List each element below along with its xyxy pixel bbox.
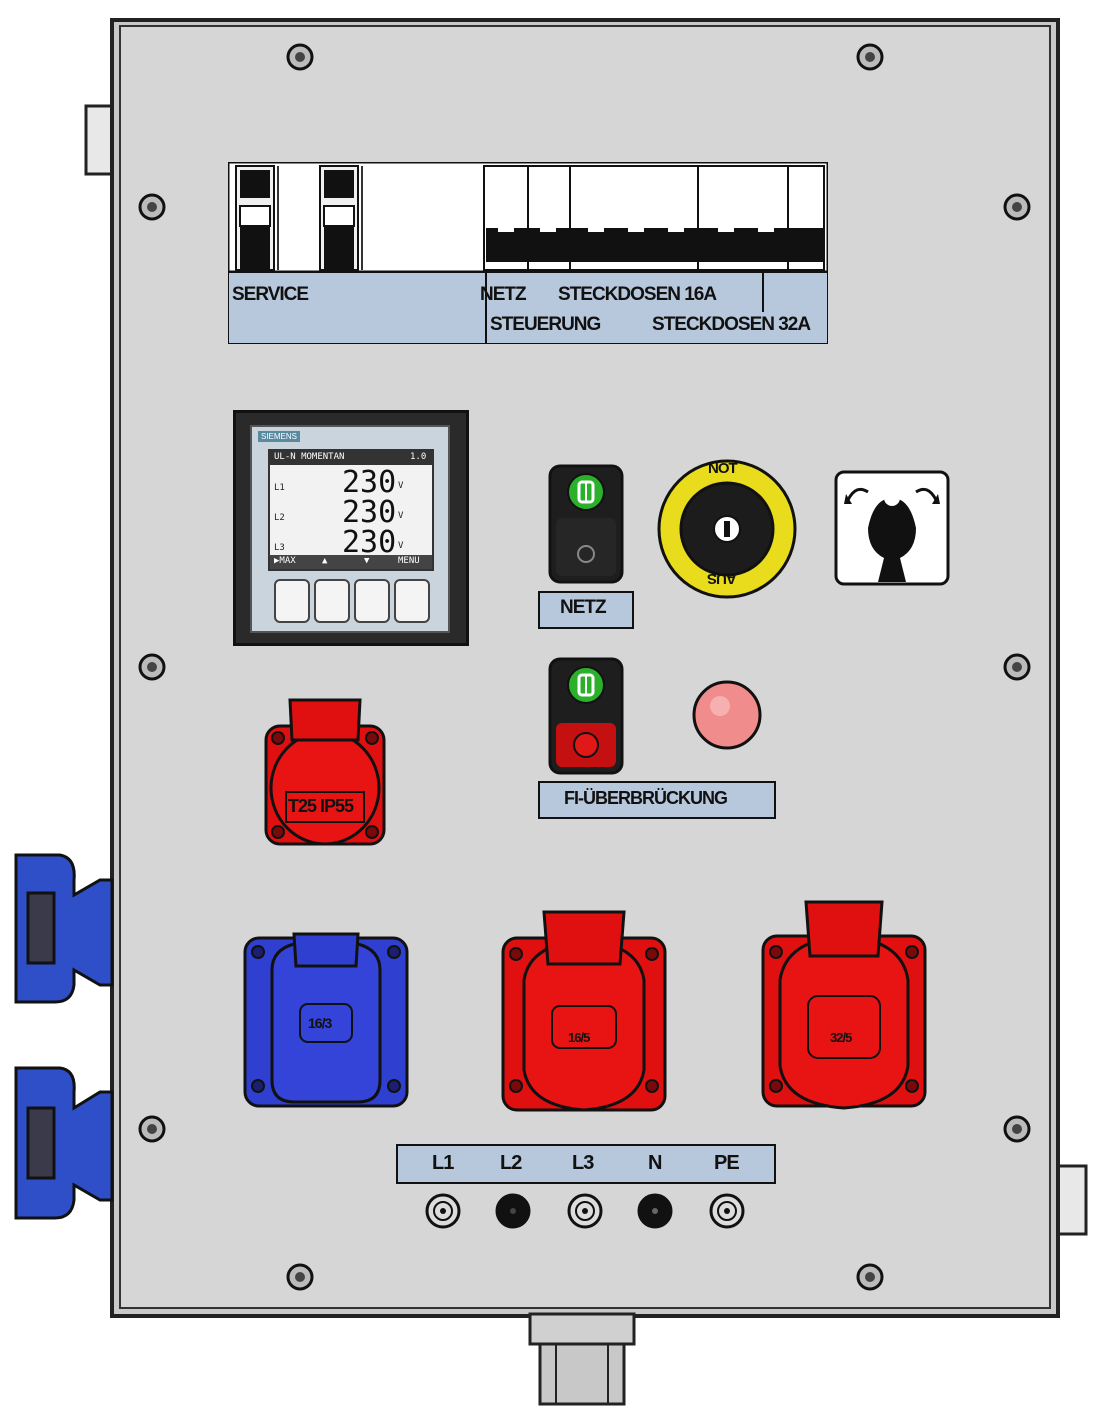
terminal-l1[interactable] — [424, 1192, 462, 1230]
socket-red-16-label: 16/5 — [568, 1030, 590, 1045]
terminal-label-pe: PE — [714, 1152, 740, 1174]
socket-red-32-label: 32/5 — [830, 1030, 852, 1045]
meter-brand: SIEMENS — [258, 431, 301, 442]
meter-header-right: 1.0 — [410, 452, 427, 462]
screw-icon — [138, 653, 166, 681]
meter-row-unit: V — [398, 541, 404, 551]
breaker-label-service: SERVICE — [232, 284, 309, 305]
side-socket-bottom — [14, 1066, 114, 1220]
breaker-label-steckdosen-16a: STECKDOSEN 16A — [558, 284, 717, 305]
netz-label-plate — [538, 591, 634, 629]
screw-icon — [1003, 193, 1031, 221]
meter-softkey-label: MENU — [398, 556, 420, 566]
meter-row-phase: L2 — [274, 513, 285, 523]
meter-row-value: 230 — [342, 495, 397, 530]
breaker-label-steckdosen-32a: STECKDOSEN 32A — [652, 314, 811, 335]
socket-small-red[interactable] — [262, 696, 388, 850]
terminal-label-l3: L3 — [572, 1152, 594, 1174]
meter-softkey-label: ▶MAX — [274, 556, 296, 566]
screw-icon — [138, 193, 166, 221]
meter-softkey-label: ▲ — [322, 556, 328, 566]
netz-pushbutton[interactable] — [548, 464, 624, 584]
socket-blue-16-3[interactable] — [242, 930, 410, 1110]
terminal-l2[interactable] — [494, 1192, 532, 1230]
screw-icon — [138, 1115, 166, 1143]
meter-row-phase: L1 — [274, 483, 285, 493]
breaker-rail: SERVICE NETZ STECKDOSEN 16A STEUERUNG ST… — [228, 162, 828, 344]
rotary-switch[interactable] — [834, 470, 950, 586]
meter-key-f4[interactable] — [394, 579, 430, 623]
socket-blue-label: 16/3 — [308, 1015, 332, 1031]
meter-key-f1[interactable] — [274, 579, 310, 623]
terminal-l3[interactable] — [566, 1192, 604, 1230]
emergency-stop-text-top: NOT — [708, 460, 738, 477]
breaker-label-netz: NETZ — [480, 284, 527, 305]
terminal-label-l1: L1 — [432, 1152, 454, 1174]
screw-icon — [856, 1263, 884, 1291]
screw-icon — [1003, 1115, 1031, 1143]
terminal-label-plate — [396, 1144, 776, 1184]
screw-icon — [286, 43, 314, 71]
socket-red-16-5[interactable] — [500, 910, 668, 1114]
emergency-stop-button[interactable] — [654, 458, 800, 600]
meter-row-phase: L3 — [274, 543, 285, 553]
meter-row-unit: V — [398, 511, 404, 521]
terminal-label-n: N — [648, 1152, 662, 1174]
fi-bypass-pushbutton[interactable] — [548, 657, 624, 775]
screw-icon — [856, 43, 884, 71]
socket-red-32-5[interactable] — [760, 900, 928, 1110]
meter-row-value: 230 — [342, 465, 397, 500]
meter-row-value: 230 — [342, 525, 397, 560]
power-meter: SIEMENS UL-N MOMENTAN 1.0 L1 230 V L2 23… — [233, 410, 469, 646]
meter-key-f2[interactable] — [314, 579, 350, 623]
side-socket-top — [14, 853, 114, 1004]
socket-small-label: T25 IP55 — [288, 796, 354, 816]
meter-key-f3[interactable] — [354, 579, 390, 623]
meter-row-unit: V — [398, 481, 404, 491]
terminal-label-l2: L2 — [500, 1152, 522, 1174]
meter-header: UL-N MOMENTAN — [274, 452, 345, 462]
meter-display: UL-N MOMENTAN 1.0 L1 230 V L2 230 V L3 2… — [268, 449, 434, 571]
fi-label-plate — [538, 781, 776, 819]
indicator-lamp — [692, 680, 762, 750]
screw-icon — [286, 1263, 314, 1291]
emergency-stop-text-bottom: AUS — [708, 570, 737, 587]
meter-softkey-label: ▼ — [364, 556, 370, 566]
terminal-n[interactable] — [636, 1192, 674, 1230]
netz-label: NETZ — [560, 597, 607, 618]
fi-label: FI-ÜBERBRÜCKUNG — [564, 788, 728, 808]
terminal-pe[interactable] — [708, 1192, 746, 1230]
breaker-label-steuerung: STEUERUNG — [490, 314, 601, 335]
screw-icon — [1003, 653, 1031, 681]
